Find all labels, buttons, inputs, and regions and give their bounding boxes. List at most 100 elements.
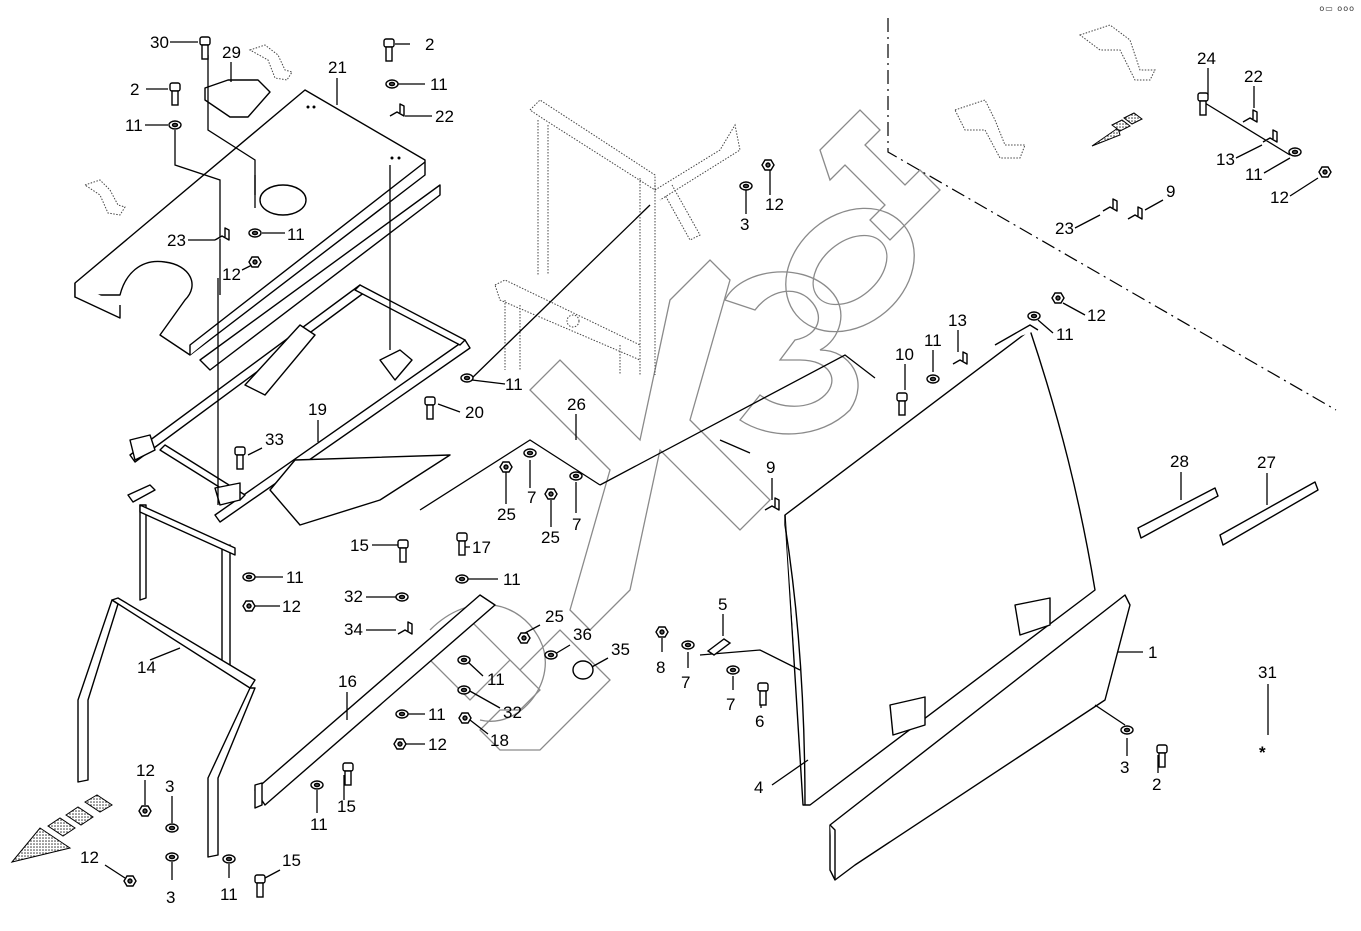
callout-label-36: 36 (573, 625, 592, 644)
bolt-2 (169, 82, 181, 106)
callout-label-11: 11 (503, 570, 521, 589)
top-panel-21 (74, 89, 441, 371)
callout-label-7: 7 (726, 695, 735, 714)
fasteners (123, 36, 1332, 898)
callout-label-12: 12 (282, 597, 301, 616)
bolt-33 (234, 446, 246, 470)
callout-label-12: 12 (428, 735, 447, 754)
corner-mark: o▭ ooo (1319, 4, 1355, 13)
callout-label-11: 11 (487, 670, 505, 689)
callout-label-10: 10 (895, 345, 914, 364)
callout-label-11: 11 (286, 568, 304, 587)
leader-line-12 (1289, 177, 1319, 197)
callout-label-7: 7 (527, 488, 536, 507)
callout-label-1: 1 (1148, 643, 1157, 662)
door-4 (784, 324, 1096, 806)
nut-12 (123, 875, 137, 887)
assembly-line-2 (719, 439, 751, 454)
callout-label-12: 12 (136, 761, 155, 780)
leader-lines (104, 41, 1319, 880)
leader-line-20 (437, 403, 461, 413)
seal-strip-28 (1137, 487, 1219, 539)
leader-line-12 (104, 864, 126, 879)
nut-12 (393, 738, 407, 750)
washer-11 (385, 79, 399, 89)
bracket-23 (1102, 198, 1118, 212)
leader-line-32 (467, 689, 501, 709)
callout-label-18: 18 (490, 731, 509, 750)
leader-line-9 (1144, 199, 1164, 211)
support-frame-14 (77, 484, 256, 858)
bracket-22 (1242, 109, 1258, 123)
leader-line-4 (771, 759, 809, 786)
washer-11 (926, 374, 940, 384)
washer-11 (1288, 147, 1302, 157)
clip-9 (1127, 206, 1143, 220)
callout-label-11: 11 (125, 116, 143, 135)
kit-marker-asterisk: * (1259, 743, 1266, 762)
callout-label-4: 4 (754, 778, 763, 797)
nut-25 (499, 461, 513, 473)
leader-line-33 (247, 447, 263, 456)
leader-line-14 (149, 647, 181, 661)
cover-plate-29 (204, 79, 271, 118)
callout-label-7: 7 (681, 673, 690, 692)
callout-label-22: 22 (435, 107, 454, 126)
callout-label-21: 21 (328, 58, 347, 77)
washer-11 (455, 574, 469, 584)
seal-strip-27 (1219, 481, 1319, 546)
callout-label-17: 17 (472, 538, 491, 557)
callout-label-29: 29 (222, 43, 241, 62)
bolt-15 (397, 539, 409, 563)
callout-label-13: 13 (1216, 150, 1235, 169)
washer-32 (457, 685, 471, 695)
callout-label-20: 20 (465, 403, 484, 422)
washer-3 (739, 181, 753, 191)
washer-11 (457, 655, 471, 665)
nut-12 (138, 805, 152, 817)
callout-label-11: 11 (430, 75, 448, 94)
washer-3 (1120, 725, 1134, 735)
callout-label-27: 27 (1257, 453, 1276, 472)
callout-label-3: 3 (740, 215, 749, 234)
callout-label-12: 12 (765, 195, 784, 214)
callout-label-11: 11 (428, 705, 446, 724)
leader-line-12 (241, 264, 253, 271)
callout-label-32: 32 (344, 587, 363, 606)
assembly-line-1 (599, 354, 876, 486)
bolt-30 (199, 36, 211, 60)
callout-label-2: 2 (1152, 775, 1161, 794)
washer-32 (395, 592, 409, 602)
callout-label-3: 3 (165, 777, 174, 796)
bracket-23 (214, 227, 230, 241)
section-boundary (887, 18, 1337, 411)
bracket-22 (389, 103, 405, 117)
assembly-line-9 (699, 649, 801, 671)
leader-line-15 (264, 869, 281, 879)
leader-line-12 (1062, 302, 1086, 316)
callout-label-3: 3 (1120, 758, 1129, 777)
leader-line-35 (589, 657, 609, 669)
direction-arrow-right (1091, 112, 1143, 147)
callout-label-12: 12 (222, 265, 241, 284)
callout-label-14: 14 (137, 658, 156, 677)
callout-label-11: 11 (310, 815, 328, 834)
callout-label-23: 23 (1055, 219, 1074, 238)
nut-18 (458, 712, 472, 724)
leader-line-13 (1235, 144, 1263, 159)
callout-label-23: 23 (167, 231, 186, 250)
clip-9 (764, 497, 780, 511)
callout-label-30: 30 (150, 33, 169, 52)
callout-label-24: 24 (1197, 49, 1216, 68)
door-panel-1 (829, 594, 1131, 881)
assembly-line-3 (419, 439, 601, 511)
nut-8 (655, 626, 669, 638)
bolt-2 (1156, 744, 1168, 768)
leader-line-23 (1074, 214, 1101, 229)
bolt-20 (424, 396, 436, 420)
bolt-6 (757, 682, 769, 706)
bolt-15 (342, 762, 354, 786)
washer-36 (544, 650, 558, 660)
leader-line-11 (467, 661, 484, 677)
callout-label-12: 12 (1270, 188, 1289, 207)
